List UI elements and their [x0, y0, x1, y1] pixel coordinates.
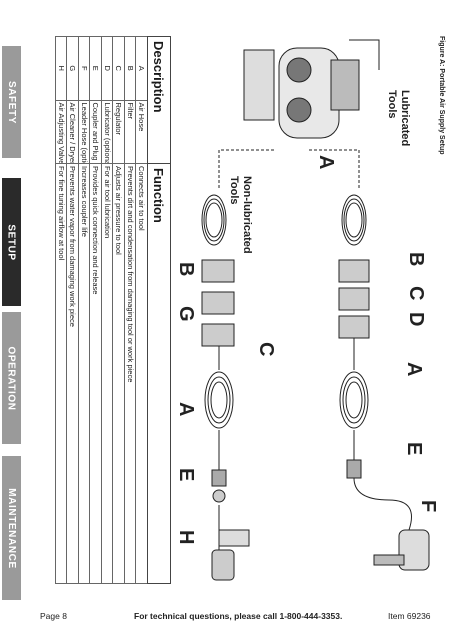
- row-function: Provides quick connection and release: [90, 163, 102, 584]
- callout-h: H: [175, 530, 197, 545]
- row-description: Air Cleaner / Dryer (optional): [67, 100, 79, 164]
- row-function: For air tool lubrication: [101, 163, 113, 584]
- row-function: Adjusts air pressure to tool: [113, 163, 125, 584]
- row-key: E: [90, 36, 102, 100]
- callout-a-lower: A: [175, 402, 197, 417]
- callout-g: G: [175, 306, 197, 322]
- support-phone-text: For technical questions, please call 1-8…: [134, 611, 343, 621]
- callout-b-lower: B: [175, 262, 197, 277]
- callout-a: A: [315, 155, 337, 170]
- spray-gun-illustration: [211, 505, 250, 581]
- impact-wrench-illustration: [373, 529, 430, 571]
- hose-coil-lower: [201, 194, 227, 246]
- page-number: Page 8: [40, 611, 67, 621]
- callout-d: D: [405, 312, 427, 327]
- non-lubricated-tools-label: Non-lubricated Tools: [227, 176, 253, 254]
- tab-safety[interactable]: SAFETY: [2, 46, 21, 158]
- lubricated-tools-label: Lubricated Tools: [385, 90, 411, 146]
- callout-f: F: [417, 500, 439, 513]
- row-function: Increases coupler life: [78, 163, 90, 584]
- item-number: Item 69236: [388, 611, 431, 621]
- callout-e: E: [403, 442, 425, 456]
- tab-setup[interactable]: SETUP: [2, 178, 21, 306]
- row-key: F: [78, 36, 90, 100]
- row-description: Lubricator (optional): [101, 100, 113, 164]
- row-key: D: [101, 36, 113, 100]
- non-lubricated-line-1: Non-lubricated: [241, 176, 253, 254]
- row-function: Connects air to tool: [136, 163, 148, 584]
- row-description: Filter: [124, 100, 136, 164]
- hose-coil-mid-lower: [204, 371, 234, 429]
- row-key: A: [136, 36, 148, 100]
- row-function: Prevents water vapor from damaging work …: [67, 163, 79, 584]
- figure-area: Figure A: Portable Air Supply Setup: [34, 30, 449, 590]
- row-key: C: [113, 36, 125, 100]
- lubricated-line-1: Lubricated: [399, 90, 411, 147]
- lubricated-line-2: Tools: [386, 90, 398, 119]
- tab-maintenance-label: MAINTENANCE: [6, 487, 17, 569]
- row-description: Air Adjusting Valve (optional): [55, 100, 67, 164]
- callout-c: C: [405, 286, 427, 301]
- row-description: Air Hose: [136, 100, 148, 164]
- air-supply-diagram: [201, 39, 430, 581]
- callout-e-lower: E: [175, 468, 197, 482]
- tab-operation-label: OPERATION: [6, 345, 18, 411]
- hose-coil-mid-upper: [339, 371, 369, 429]
- hose-coil-upper: [341, 194, 367, 246]
- row-description: Regulator: [113, 100, 125, 164]
- section-tabs: SAFETY SETUP OPERATION MAINTENANCE: [0, 0, 22, 600]
- page-footer: Page 8 For technical questions, please c…: [0, 611, 453, 625]
- row-key: B: [124, 36, 136, 100]
- description-header: Description: [147, 36, 171, 164]
- compressor-illustration: [243, 39, 380, 139]
- non-lubricated-line-2: Tools: [228, 176, 240, 205]
- row-description: Coupler and Plug: [90, 100, 102, 164]
- table-header-row: Description Function: [147, 36, 171, 584]
- tab-safety-label: SAFETY: [6, 80, 17, 124]
- tab-operation[interactable]: OPERATION: [2, 312, 21, 444]
- callout-c-lower: C: [255, 342, 277, 357]
- row-key: G: [67, 36, 79, 100]
- callout-b: B: [405, 252, 427, 267]
- row-description: Leader Hose (optional): [78, 100, 90, 164]
- tab-setup-label: SETUP: [6, 223, 17, 261]
- row-key: H: [55, 36, 67, 100]
- tab-maintenance[interactable]: MAINTENANCE: [2, 456, 21, 600]
- row-function: For fine tuning airflow at tool: [55, 163, 67, 584]
- function-header: Function: [147, 163, 171, 584]
- row-function: Prevents dirt and condensation from dama…: [124, 163, 136, 584]
- callout-a-upper: A: [403, 362, 425, 377]
